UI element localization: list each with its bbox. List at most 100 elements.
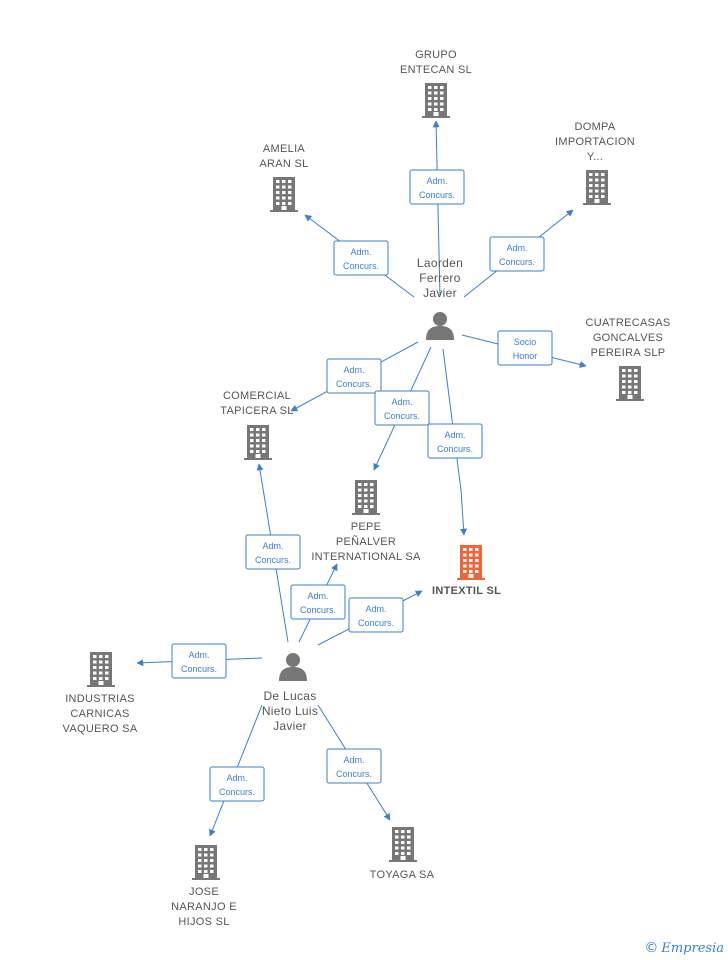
building-icon: [87, 652, 115, 687]
edge-label-text: Adm.: [262, 541, 283, 551]
node-label-line: CUATRECASAS: [586, 317, 671, 329]
edge-label-text: Adm.: [365, 604, 386, 614]
nodes-layer: GRUPO ENTECAN SL AMELIA ARAN SL DOMPAIMPORTA…: [63, 49, 671, 928]
node-label-line: PEPE: [351, 521, 382, 533]
person-icon: [426, 312, 454, 340]
node-label-line: AMELIA: [263, 143, 306, 155]
node-dompa[interactable]: DOMPAIMPORTACIONY...: [555, 121, 635, 205]
building-icon: [244, 425, 272, 460]
edge-label-text: Concurs.: [343, 261, 379, 271]
person-icon: [279, 653, 307, 681]
node-label-line: HIJOS SL: [178, 916, 229, 928]
edge-label-text: Concurs.: [219, 787, 255, 797]
node-label-line: Y...: [587, 151, 603, 163]
node-label-line: De Lucas: [263, 689, 316, 703]
edge-laorden-to-grupo_entecan: [432, 120, 441, 297]
node-label-line: TAPICERA SL: [220, 405, 293, 417]
node-label-line: NARANJO E: [171, 901, 237, 913]
building-icon: [616, 366, 644, 401]
edge-label-box[interactable]: Adm. Concurs.: [374, 390, 430, 426]
edge-label-text: Adm.: [343, 365, 364, 375]
edge-label-text: Adm.: [426, 176, 447, 186]
edge-label-box[interactable]: Adm. Concurs.: [209, 766, 265, 802]
edge-label-text: Concurs.: [384, 411, 420, 421]
node-intextil[interactable]: INTEXTIL SL: [432, 545, 501, 597]
edge-label-box[interactable]: Adm. Concurs.: [171, 643, 227, 679]
node-label-line: INTERNATIONAL SA: [311, 551, 421, 563]
edge-label-text: Adm.: [350, 247, 371, 257]
edge-label-box[interactable]: Adm. Concurs.: [489, 236, 545, 272]
node-label-line: Nieto Luis: [262, 704, 318, 718]
node-industrias-carnicas[interactable]: INDUSTRIAS CARNICAS VAQUERO SA: [63, 652, 138, 735]
node-label-line: INTEXTIL SL: [432, 585, 501, 597]
edge-label-text: Concurs.: [336, 379, 372, 389]
node-label-line: DOMPA: [574, 121, 615, 133]
node-label-line: Ferrero: [419, 271, 460, 285]
edge-label-text: Concurs.: [358, 618, 394, 628]
edge-label-box[interactable]: Adm. Concurs.: [333, 240, 389, 276]
node-label-line: Javier: [273, 719, 307, 733]
edge-labels-layer: Adm. Concurs. Adm. Concurs. Adm. Concurs. Soci…: [171, 169, 553, 802]
edge-label-text: Concurs.: [255, 555, 291, 565]
edge-label-box[interactable]: Adm. Concurs.: [326, 358, 382, 394]
building-icon: [270, 177, 298, 212]
edge-label-box[interactable]: Adm. Concurs.: [348, 597, 404, 633]
building-icon: [352, 480, 380, 515]
node-label-line: COMERCIAL: [223, 390, 291, 402]
edge-label-text: Concurs.: [419, 190, 455, 200]
node-label-line: PEREIRA SLP: [591, 347, 666, 359]
node-cuatrecasas[interactable]: CUATRECASAS GONCALVES PEREIRA SLP: [586, 317, 671, 401]
edge-label-box[interactable]: Adm. Concurs.: [409, 169, 465, 205]
edge-label-text: Concurs.: [336, 769, 372, 779]
node-comercial-tapicera[interactable]: COMERCIAL TAPICERA SL: [220, 390, 293, 460]
node-toyaga[interactable]: TOYAGA SA: [370, 827, 435, 881]
node-pepe-penalver[interactable]: PEPE PEÑALVER INTERNATIONAL SA: [311, 480, 421, 563]
node-label-line: GONCALVES: [593, 332, 663, 344]
building-icon: [457, 545, 485, 580]
node-label-line: CARNICAS: [70, 708, 129, 720]
edge-label-text: Honor: [513, 351, 538, 361]
edge-label-text: Concurs.: [181, 664, 217, 674]
node-label-line: GRUPO: [415, 49, 457, 61]
edge-label-box[interactable]: Adm. Concurs.: [427, 423, 483, 459]
building-icon: [389, 827, 417, 862]
building-icon: [422, 83, 450, 118]
edge-label-box[interactable]: Adm. Concurs.: [245, 534, 301, 570]
edge-label-box[interactable]: Adm. Concurs.: [290, 584, 346, 620]
edge-label-text: Adm.: [226, 773, 247, 783]
node-label-line: INDUSTRIAS: [65, 693, 135, 705]
node-label-line: JOSE: [189, 886, 219, 898]
edge-label-box[interactable]: Adm. Concurs.: [326, 748, 382, 784]
brand-name: Empresia: [661, 941, 724, 956]
copyright-symbol: ©: [644, 940, 659, 956]
edge-label-text: Concurs.: [300, 605, 336, 615]
node-label-line: ARAN SL: [259, 158, 308, 170]
node-grupo-entecan[interactable]: GRUPO ENTECAN SL: [400, 49, 472, 118]
edge-label-text: Socio: [514, 337, 537, 347]
edge-label-text: Adm.: [444, 430, 465, 440]
edge-label-text: Concurs.: [437, 444, 473, 454]
node-label-line: PEÑALVER: [336, 535, 396, 548]
edge-label-text: Concurs.: [499, 257, 535, 267]
edge-label-text: Adm.: [343, 755, 364, 765]
node-label-line: VAQUERO SA: [63, 723, 138, 735]
building-icon: [583, 170, 611, 205]
edge-label-text: Adm.: [506, 243, 527, 253]
edge-laorden-to-intextil: [442, 348, 468, 536]
edge-label-text: Adm.: [391, 397, 412, 407]
node-label-line: Laorden: [417, 256, 463, 270]
watermark: ©Empresia: [644, 940, 724, 956]
node-jose-naranjo[interactable]: JOSE NARANJO E HIJOS SL: [171, 845, 237, 928]
edge-label-text: Adm.: [188, 650, 209, 660]
edges-layer: [136, 120, 587, 837]
node-amelia-aran[interactable]: AMELIA ARAN SL: [259, 143, 308, 212]
node-label-line: ENTECAN SL: [400, 64, 472, 76]
building-icon: [192, 845, 220, 880]
edge-label-text: Adm.: [307, 591, 328, 601]
node-label-line: TOYAGA SA: [370, 869, 435, 881]
node-label-line: Javier: [423, 286, 457, 300]
